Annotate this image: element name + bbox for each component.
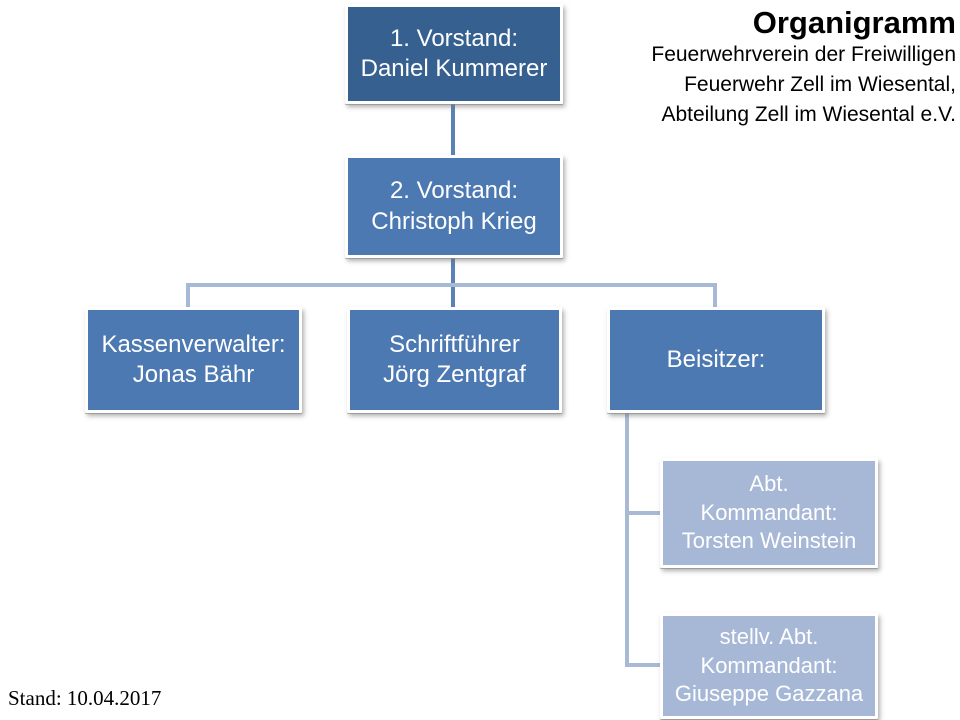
- subtitle-line-3: Abteilung Zell im Wiesental e.V.: [661, 102, 956, 126]
- connector-drop-beisitzer: [713, 283, 717, 307]
- node-person: Christoph Krieg: [371, 207, 537, 235]
- page-title: Organigramm: [752, 5, 956, 40]
- node-person: Jonas Bähr: [132, 361, 255, 388]
- node-role: 2. Vorstand:: [389, 177, 519, 205]
- connector-beisitzer-stem: [625, 413, 629, 667]
- node-person: Giuseppe Gazzana: [674, 681, 864, 707]
- connector-rail-horizontal: [186, 283, 717, 287]
- connector-vorstand2-rail: [451, 258, 455, 307]
- node-role: Kassenverwalter:: [101, 330, 286, 358]
- node-person: Torsten Weinstein: [681, 528, 857, 554]
- org-node-abt-kommandant: Abt. Kommandant: Torsten Weinstein: [660, 458, 878, 568]
- connector-stub-stellv-abt-kommandant: [625, 663, 662, 667]
- subtitle-line-2: Feuerwehr Zell im Wiesental,: [684, 72, 956, 96]
- org-node-stellv-abt-kommandant: stellv. Abt. Kommandant: Giuseppe Gazzan…: [660, 613, 878, 719]
- title-block: Organigramm Feuerwehrverein der Freiwill…: [651, 5, 956, 130]
- node-role: 1. Vorstand:: [389, 24, 519, 52]
- org-node-kassenverwalter: Kassenverwalter: Jonas Bähr: [85, 307, 302, 413]
- org-node-beisitzer: Beisitzer:: [607, 307, 825, 413]
- connector-drop-kassenverwalter: [186, 283, 190, 307]
- node-role-line1: Abt.: [749, 471, 789, 497]
- node-role-line2: Kommandant:: [700, 499, 838, 525]
- org-node-schriftfuehrer: Schriftführer Jörg Zentgraf: [347, 307, 562, 413]
- node-person: Jörg Zentgraf: [383, 361, 526, 388]
- connector-vorstand1-vorstand2: [451, 104, 455, 155]
- node-role: Schriftführer: [389, 330, 520, 358]
- node-role-line1: stellv. Abt.: [719, 624, 819, 650]
- org-node-vorstand-2: 2. Vorstand: Christoph Krieg: [345, 155, 563, 258]
- node-role-line2: Kommandant:: [700, 652, 838, 678]
- connector-stub-abt-kommandant: [625, 511, 662, 515]
- subtitle-line-1: Feuerwehrverein der Freiwilligen: [651, 43, 956, 67]
- node-person: Daniel Kummerer: [360, 55, 548, 82]
- org-node-vorstand-1: 1. Vorstand: Daniel Kummerer: [345, 4, 563, 104]
- node-role: Beisitzer:: [666, 345, 766, 373]
- stand-date-label: Stand: 10.04.2017: [8, 686, 162, 710]
